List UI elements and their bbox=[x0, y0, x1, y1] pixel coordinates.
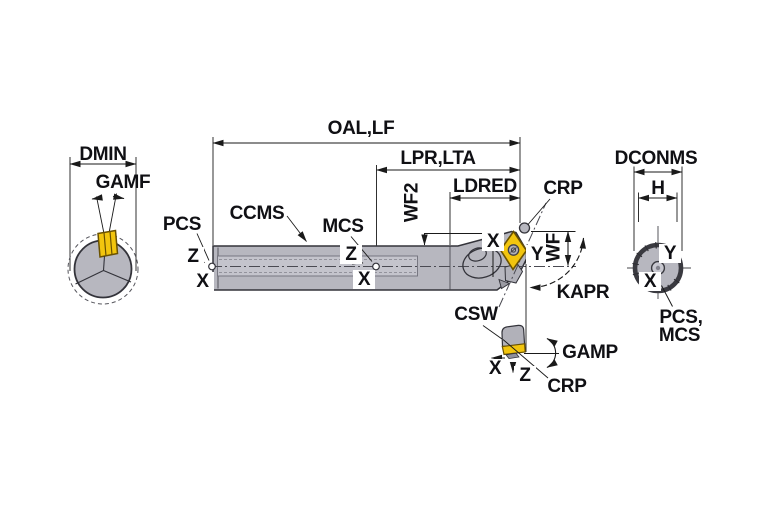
side-x-axis-label: X bbox=[484, 359, 506, 378]
insert-facet-line-2 bbox=[109, 231, 113, 256]
ldred-label: LDRED bbox=[453, 176, 517, 197]
clamp-side-view bbox=[501, 324, 526, 348]
pocket-line-up bbox=[102, 255, 106, 271]
pcs-mcs-leader bbox=[661, 285, 673, 307]
left-x-axis-label: X bbox=[191, 272, 214, 291]
pocket-line-left bbox=[75, 270, 104, 285]
side-z-axis-label: Z bbox=[514, 366, 536, 385]
kapr-label: KAPR bbox=[556, 282, 610, 303]
insert-facet-line-1 bbox=[103, 232, 107, 257]
gamp-label: GAMP bbox=[562, 342, 618, 363]
shank-rim-serrations bbox=[632, 242, 680, 291]
insert-clamp-facet bbox=[498, 278, 511, 290]
mid-x-axis-label: X bbox=[353, 270, 375, 289]
crp-bottom-leader bbox=[502, 339, 549, 379]
mcs-origin-node bbox=[372, 262, 380, 271]
pcs-mcs-label-line2: MCS bbox=[658, 325, 701, 346]
gamf-label: GAMF bbox=[95, 172, 151, 193]
csw-leader bbox=[482, 325, 503, 340]
pcs-origin-node bbox=[208, 262, 216, 271]
right-x-axis-label: X bbox=[639, 272, 661, 291]
crp-bottom-label: CRP bbox=[547, 376, 587, 397]
oal-lf-label: OAL,LF bbox=[327, 118, 395, 139]
gamf-arrow-right bbox=[112, 193, 125, 200]
wf2-label: WF2 bbox=[401, 182, 423, 223]
left-z-axis-label: Z bbox=[182, 247, 204, 266]
ccms-leader bbox=[286, 215, 307, 242]
corner-radius-circle bbox=[518, 222, 531, 234]
lpr-lta-label: LPR,LTA bbox=[400, 148, 476, 169]
mid-z-axis-label: Z bbox=[340, 245, 362, 264]
right-y-axis-label: Y bbox=[659, 244, 681, 263]
crp-top-leader bbox=[527, 198, 551, 225]
gamp-angle-arc bbox=[546, 338, 558, 368]
kapr-angle-arc bbox=[529, 237, 586, 291]
head-pocket-ellipse-small bbox=[468, 247, 487, 262]
pcs-label: PCS bbox=[162, 214, 202, 235]
ccms-label: CCMS bbox=[229, 203, 285, 224]
shank-center-dot bbox=[655, 265, 661, 271]
h-label: H bbox=[651, 178, 665, 199]
pcs-mcs-label-line1: PCS, bbox=[659, 307, 703, 328]
left-section-view bbox=[67, 157, 139, 305]
crp-top-label: CRP bbox=[543, 178, 583, 199]
mcs-label: MCS bbox=[322, 216, 364, 237]
head-pocket-ellipse-large bbox=[462, 247, 502, 279]
insert-screw-socket bbox=[510, 247, 517, 253]
wf-label: WF bbox=[543, 233, 565, 262]
insert-screw-slot bbox=[510, 247, 517, 253]
insert-end-view bbox=[97, 229, 119, 258]
insert-side-view bbox=[482, 259, 559, 379]
head-x-axis-label: X bbox=[482, 232, 504, 251]
head-y-axis-label: Y bbox=[526, 245, 548, 264]
csw-label: CSW bbox=[454, 304, 498, 325]
dconms-label: DCONMS bbox=[614, 148, 698, 169]
pocket-line-right bbox=[103, 269, 132, 283]
dmin-label: DMIN bbox=[79, 144, 127, 165]
insert-side-shadow bbox=[505, 352, 520, 360]
